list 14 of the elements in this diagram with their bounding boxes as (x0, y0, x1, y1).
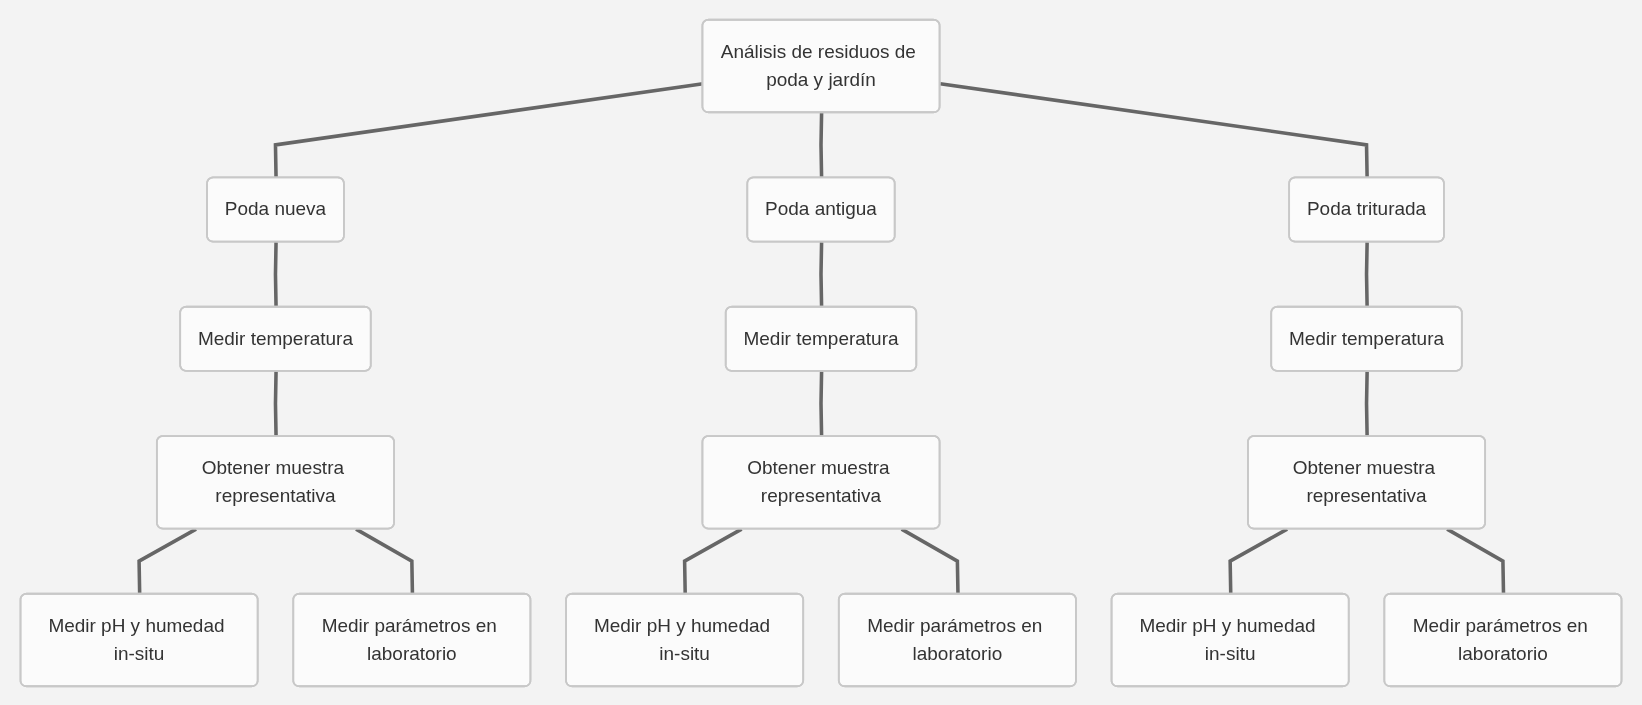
connector (819, 370, 824, 437)
connector (939, 81, 1369, 178)
connector (1228, 527, 1288, 594)
connector (273, 370, 278, 437)
connector (137, 527, 197, 594)
connector (1364, 241, 1369, 307)
connector (900, 527, 960, 594)
connector (682, 527, 743, 594)
connector (819, 112, 824, 178)
connector (273, 241, 278, 307)
connector (1364, 370, 1369, 437)
connector (1446, 527, 1506, 594)
connector (819, 241, 824, 307)
connector (355, 527, 415, 594)
